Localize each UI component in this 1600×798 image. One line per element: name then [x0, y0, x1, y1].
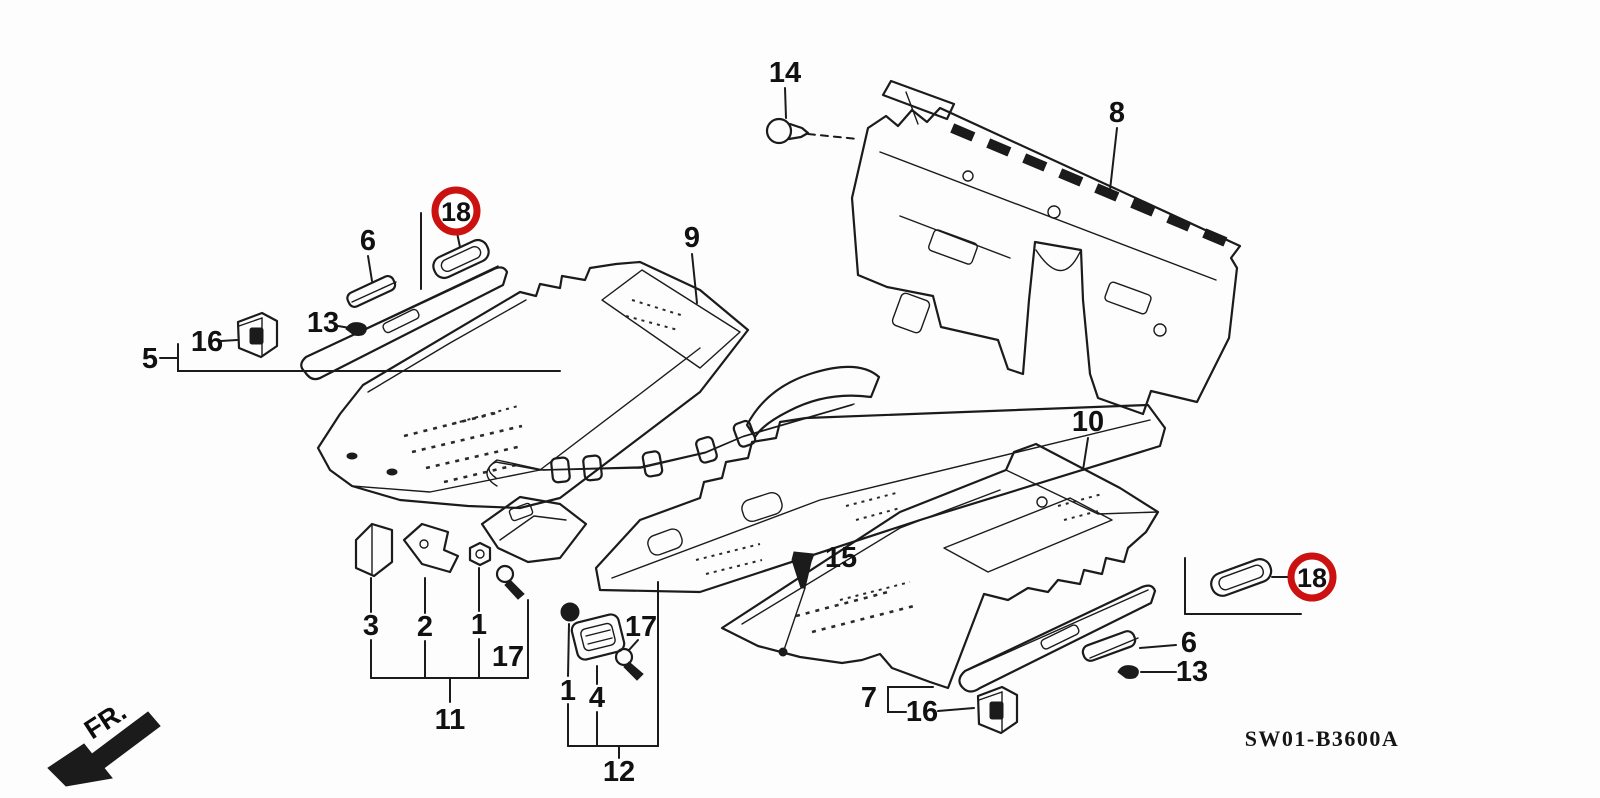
part-drawing-8 — [850, 79, 1242, 416]
part-drawing-9-floor-mat — [316, 260, 750, 510]
fr-direction-arrow: FR. — [47, 696, 161, 787]
part-drawing-13-right-clip — [1117, 665, 1139, 679]
part-drawing-17a — [495, 564, 525, 600]
label-7: 7 — [861, 682, 877, 714]
highlight-badge-18-right[interactable]: 18 — [1287, 552, 1337, 602]
label-12: 12 — [603, 756, 635, 788]
label-1a: 1 — [471, 609, 487, 641]
highlight-badge-18-left-number: 18 — [441, 197, 471, 227]
highlight-badge-18-left[interactable]: 18 — [431, 186, 481, 236]
label-9: 9 — [684, 222, 700, 254]
part-drawing-18-left-emblem — [420, 212, 490, 290]
part-drawing-6-right-cap — [1081, 630, 1139, 662]
label-6-right: 6 — [1181, 627, 1197, 659]
label-14: 14 — [769, 57, 801, 89]
part-drawing-console-side-carpet — [480, 495, 588, 564]
label-3: 3 — [363, 610, 379, 642]
label-16-right: 16 — [906, 696, 938, 728]
part-labels: 14 8 6 9 13 16 5 10 15 3 2 1 17 11 1 4 1… — [142, 57, 1208, 788]
part-drawing-13-left-clip — [345, 322, 367, 336]
part-drawing-18-right-emblem — [1184, 557, 1302, 615]
part-drawing-7-sill — [958, 584, 1157, 693]
part-drawing-5-sill — [300, 265, 509, 381]
label-8: 8 — [1109, 97, 1125, 129]
part-drawing-14 — [765, 117, 859, 145]
label-13-right: 13 — [1176, 656, 1208, 688]
label-15: 15 — [825, 542, 857, 574]
label-4: 4 — [589, 682, 605, 714]
label-17b: 17 — [625, 611, 657, 643]
label-13-left: 13 — [307, 307, 339, 339]
part-drawing-1a — [468, 541, 492, 567]
part-drawing-2 — [402, 522, 460, 574]
part-drawing-4-footrest — [570, 613, 626, 661]
label-17a: 17 — [492, 641, 524, 673]
part-drawing-console-garnish — [745, 365, 881, 439]
leader-lines — [159, 87, 1291, 759]
part-drawing-15-screw — [783, 551, 815, 651]
label-11: 11 — [435, 704, 466, 736]
part-drawing-1b — [560, 602, 580, 622]
part-drawing-3 — [354, 522, 394, 578]
highlight-badge-18-right-number: 18 — [1297, 563, 1327, 593]
part-drawing-16-left-clip — [236, 311, 279, 359]
part-drawing-harness — [486, 403, 855, 487]
part-drawing-17b — [614, 647, 644, 681]
label-1b: 1 — [560, 675, 576, 707]
part-drawing-16-right-clip — [976, 685, 1019, 735]
diagram-code: SW01-B3600A — [1245, 726, 1400, 751]
part-drawing-6-left-cap — [346, 274, 397, 308]
part-drawing-10-floor-mat — [720, 442, 1160, 690]
label-2: 2 — [417, 611, 433, 643]
label-10: 10 — [1072, 406, 1104, 438]
label-16-left: 16 — [191, 326, 223, 358]
label-5: 5 — [142, 343, 158, 375]
label-6-left: 6 — [360, 225, 376, 257]
